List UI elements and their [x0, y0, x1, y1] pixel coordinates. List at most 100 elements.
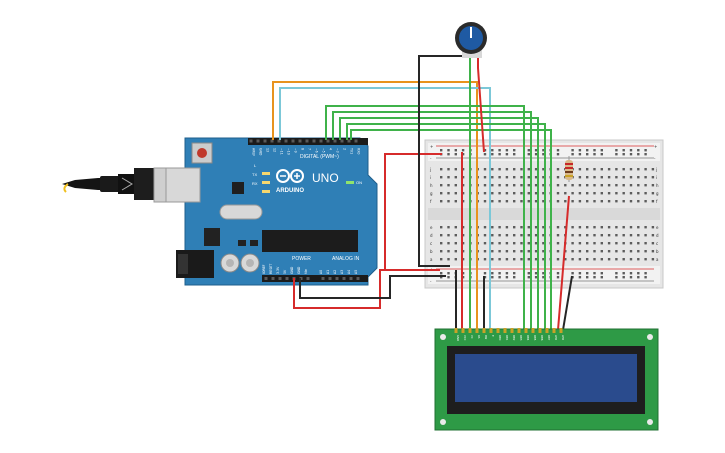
breadboard-hole — [651, 250, 655, 253]
breadboard-hole — [440, 176, 443, 179]
breadboard-hole — [622, 192, 625, 195]
breadboard-hole — [513, 153, 516, 156]
breadboard-hole — [600, 242, 603, 245]
lcd-pin-label: DB1 — [505, 335, 509, 341]
breadboard-hole — [644, 192, 647, 195]
breadboard-hole — [447, 242, 450, 245]
lcd-pin-label: DB2 — [512, 335, 516, 341]
row-letter: j — [429, 167, 431, 172]
breadboard-hole — [615, 226, 618, 229]
rail-minus-label: - — [654, 156, 656, 161]
breadboard-hole — [629, 184, 633, 187]
breadboard-hole — [593, 149, 596, 152]
breadboard-hole — [513, 184, 516, 187]
breadboard-hole — [483, 149, 487, 152]
breadboard-hole — [542, 272, 545, 275]
breadboard-hole — [527, 276, 530, 279]
breadboard-hole — [440, 276, 443, 279]
breadboard-hole — [622, 258, 625, 261]
breadboard-hole — [615, 234, 618, 237]
breadboard-hole — [600, 153, 603, 156]
breadboard-hole — [542, 250, 545, 253]
breadboard-hole — [571, 272, 574, 275]
breadboard-hole — [454, 176, 457, 179]
breadboard-hole — [600, 192, 603, 195]
breadboard-hole — [447, 184, 450, 187]
arduino-logo — [276, 169, 304, 183]
breadboard-hole — [586, 153, 589, 156]
breadboard-hole — [447, 176, 450, 179]
breadboard-hole — [498, 168, 501, 171]
digital-pin-label: ~3 — [336, 148, 340, 153]
breadboard-hole — [629, 200, 633, 203]
breadboard-hole — [498, 276, 501, 279]
breadboard-hole — [461, 176, 465, 179]
breadboard-hole — [520, 200, 523, 203]
crystal — [219, 204, 263, 220]
breadboard-hole — [578, 258, 582, 261]
breadboard-hole — [578, 168, 582, 171]
rail-plus-label: + — [430, 144, 433, 149]
lcd-pin-label: DB5 — [533, 335, 537, 341]
rx-label: RX — [252, 181, 258, 186]
breadboard-hole — [644, 176, 647, 179]
breadboard-hole — [513, 226, 516, 229]
breadboard-hole — [593, 200, 596, 203]
breadboard-hole — [440, 184, 443, 187]
lcd-pin — [524, 328, 528, 333]
breadboard-hole — [505, 234, 509, 237]
breadboard-hole — [571, 226, 574, 229]
breadboard-hole — [637, 242, 640, 245]
breadboard-hole — [483, 250, 487, 253]
breadboard-hole — [629, 192, 633, 195]
breadboard-hole — [513, 242, 516, 245]
breadboard-hole — [454, 200, 457, 203]
breadboard-hole — [534, 149, 538, 152]
breadboard-hole — [542, 276, 545, 279]
digital-pin-label: RX0 — [357, 148, 361, 154]
power-pin-label: Vin — [304, 269, 308, 274]
row-letter: d — [656, 233, 659, 238]
lcd-pin-label: DB4 — [526, 335, 530, 341]
on-led — [346, 181, 354, 184]
analog-pin-label: A5 — [354, 270, 358, 274]
breadboard-hole — [498, 200, 501, 203]
breadboard-hole — [644, 200, 647, 203]
lcd-pin-label: GND — [456, 335, 460, 341]
breadboard-hole — [440, 200, 443, 203]
breadboard-hole — [483, 153, 487, 156]
breadboard-hole — [542, 200, 545, 203]
breadboard-hole — [498, 250, 501, 253]
breadboard-hole — [556, 176, 560, 179]
breadboard-hole — [622, 184, 625, 187]
breadboard-hole — [615, 242, 618, 245]
breadboard-hole — [586, 184, 589, 187]
breadboard-hole — [637, 153, 640, 156]
breadboard-hole — [520, 226, 523, 229]
digital-pin-label: AREF — [252, 148, 256, 156]
breadboard-hole — [498, 149, 501, 152]
breadboard-hole — [513, 149, 516, 152]
wire-green — [346, 123, 546, 330]
breadboard-hole — [491, 168, 494, 171]
row-letter: c — [430, 241, 432, 246]
breadboard-hole — [586, 192, 589, 195]
breadboard-hole — [491, 184, 494, 187]
breadboard-hole — [593, 258, 596, 261]
breadboard-hole — [600, 149, 603, 152]
lcd-pin — [531, 328, 535, 333]
breadboard-hole — [637, 258, 640, 261]
potentiometer — [455, 22, 487, 58]
breadboard-hole — [461, 200, 465, 203]
breadboard-hole — [651, 234, 655, 237]
breadboard-hole — [578, 242, 582, 245]
power-analog-header — [262, 275, 368, 282]
breadboard-hole — [440, 272, 443, 275]
breadboard-hole — [629, 234, 633, 237]
breadboard-hole — [498, 184, 501, 187]
breadboard-hole — [607, 168, 611, 171]
resistor — [565, 156, 573, 182]
breadboard-hole — [637, 226, 640, 229]
analog-pin-label: A0 — [319, 270, 323, 274]
